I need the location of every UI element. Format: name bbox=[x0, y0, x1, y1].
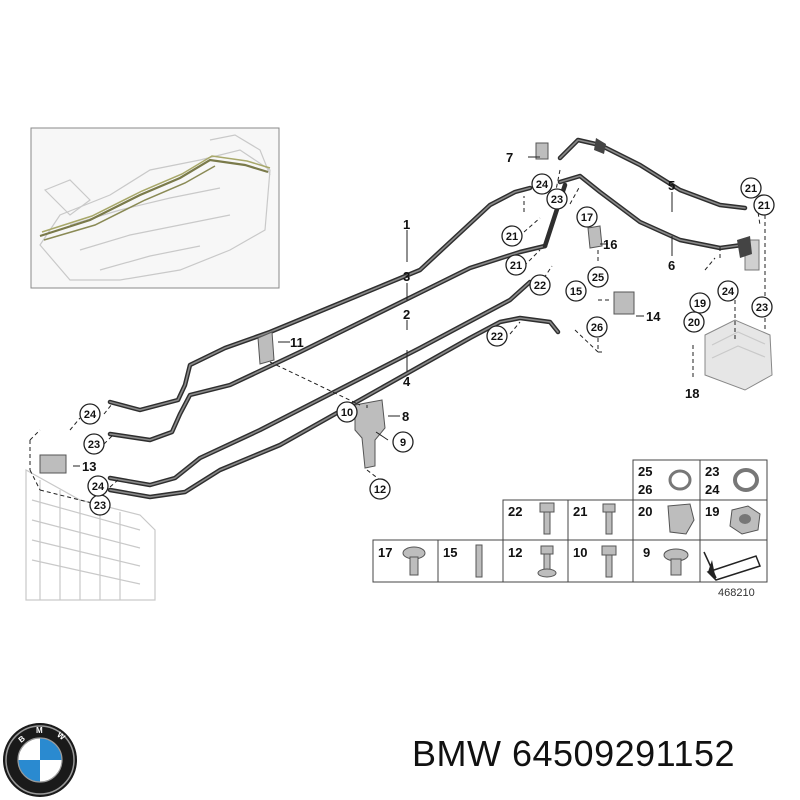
svg-text:21: 21 bbox=[506, 231, 518, 243]
diagram-number: 468210 bbox=[718, 587, 755, 599]
table-label-25: 25 bbox=[638, 464, 652, 479]
circled-callout-17: 17 bbox=[576, 206, 598, 228]
table-label-20: 20 bbox=[638, 504, 652, 519]
circled-callout-24c: 24 bbox=[79, 403, 101, 425]
circled-callout-22b: 22 bbox=[486, 325, 508, 347]
svg-text:10: 10 bbox=[341, 407, 353, 419]
svg-text:20: 20 bbox=[688, 317, 700, 329]
svg-text:23: 23 bbox=[88, 439, 100, 451]
circled-callouts: 21 21 21 21 22 22 23 23 23 23 24 24 24 2… bbox=[79, 173, 775, 516]
svg-text:W: W bbox=[55, 730, 67, 742]
o-ring-icon bbox=[668, 469, 692, 491]
callout-13: 13 bbox=[82, 459, 96, 474]
clip-icon bbox=[667, 503, 695, 535]
screw-icon bbox=[602, 503, 616, 535]
product-caption: BMW 64509291152 bbox=[412, 733, 736, 774]
table-label-12: 12 bbox=[508, 545, 522, 560]
table-label-17: 17 bbox=[378, 545, 392, 560]
hex-nut-icon bbox=[729, 505, 761, 535]
callout-1: 1 bbox=[403, 217, 410, 232]
callout-8: 8 bbox=[402, 409, 409, 424]
svg-text:25: 25 bbox=[592, 272, 604, 284]
svg-text:23: 23 bbox=[551, 194, 563, 206]
svg-text:24: 24 bbox=[84, 409, 97, 421]
circled-callout-23d: 23 bbox=[89, 494, 111, 516]
circled-callout-21d: 21 bbox=[505, 254, 527, 276]
radiator-outline bbox=[25, 468, 156, 601]
callout-numbers: 1 2 3 4 5 6 7 8 11 13 14 16 18 bbox=[82, 150, 699, 474]
callout-3: 3 bbox=[403, 269, 410, 284]
circled-callout-10: 10 bbox=[336, 401, 358, 423]
svg-text:15: 15 bbox=[570, 286, 582, 298]
circled-callout-15: 15 bbox=[565, 280, 587, 302]
hex-bolt-icon bbox=[601, 545, 617, 578]
svg-text:24: 24 bbox=[536, 179, 549, 191]
svg-text:B: B bbox=[17, 734, 27, 745]
collar-bolt-icon bbox=[537, 545, 557, 578]
table-label-23: 23 bbox=[705, 464, 719, 479]
bmw-logo: B M W bbox=[3, 723, 77, 797]
table-label-15: 15 bbox=[443, 545, 457, 560]
overview-inset bbox=[30, 127, 280, 289]
circled-callout-23b: 23 bbox=[751, 296, 773, 318]
pin-icon bbox=[475, 544, 483, 578]
svg-text:23: 23 bbox=[756, 302, 768, 314]
circled-callout-24d: 24 bbox=[87, 475, 109, 497]
svg-text:23: 23 bbox=[94, 500, 106, 512]
circled-callout-23a: 23 bbox=[546, 188, 568, 210]
circled-callout-22a: 22 bbox=[529, 274, 551, 296]
table-label-24: 24 bbox=[705, 482, 720, 497]
table-label-21: 21 bbox=[573, 504, 587, 519]
callout-7: 7 bbox=[506, 150, 513, 165]
callout-14: 14 bbox=[646, 309, 661, 324]
svg-text:22: 22 bbox=[491, 331, 503, 343]
circled-callout-23c: 23 bbox=[83, 433, 105, 455]
svg-text:21: 21 bbox=[745, 183, 757, 195]
circled-callout-24a: 24 bbox=[531, 173, 553, 195]
brackets-and-fittings bbox=[39, 138, 752, 474]
circled-callout-25: 25 bbox=[587, 266, 609, 288]
svg-text:17: 17 bbox=[581, 212, 593, 224]
circled-callout-20: 20 bbox=[683, 311, 705, 333]
callout-16: 16 bbox=[603, 237, 617, 252]
svg-text:24: 24 bbox=[722, 286, 735, 298]
svg-text:24: 24 bbox=[92, 481, 105, 493]
circled-callout-24b: 24 bbox=[717, 280, 739, 302]
callout-2: 2 bbox=[403, 307, 410, 322]
circled-callout-21c: 21 bbox=[501, 225, 523, 247]
circled-callout-21a: 21 bbox=[740, 177, 762, 199]
svg-text:26: 26 bbox=[591, 322, 603, 334]
svg-text:9: 9 bbox=[400, 437, 406, 449]
callout-11: 11 bbox=[290, 335, 304, 350]
table-label-22: 22 bbox=[508, 504, 522, 519]
circled-callout-19: 19 bbox=[689, 292, 711, 314]
pipe-lines bbox=[107, 137, 748, 500]
compressor-block bbox=[704, 239, 773, 391]
circled-callout-26: 26 bbox=[586, 316, 608, 338]
svg-text:12: 12 bbox=[374, 484, 386, 496]
rivet-icon bbox=[402, 546, 426, 576]
svg-text:22: 22 bbox=[534, 280, 546, 292]
circled-callout-21b: 21 bbox=[753, 194, 775, 216]
svg-text:21: 21 bbox=[510, 260, 522, 272]
svg-text:M: M bbox=[36, 726, 43, 735]
seal-ring-icon bbox=[733, 468, 759, 492]
callout-5: 5 bbox=[668, 178, 675, 193]
svg-text:21: 21 bbox=[758, 200, 770, 212]
flange-screw-icon bbox=[663, 548, 689, 576]
bolt-icon bbox=[539, 502, 555, 535]
table-label-19: 19 bbox=[705, 504, 719, 519]
callout-6: 6 bbox=[668, 258, 675, 273]
parts-table: 25 26 23 24 22 21 20 19 17 15 12 10 9 46… bbox=[372, 459, 768, 599]
table-label-10: 10 bbox=[573, 545, 587, 560]
pointer-arrow-icon bbox=[703, 551, 761, 581]
circled-callout-12: 12 bbox=[369, 478, 391, 500]
svg-text:19: 19 bbox=[694, 298, 706, 310]
callout-18: 18 bbox=[685, 386, 699, 401]
table-label-26: 26 bbox=[638, 482, 652, 497]
callout-4: 4 bbox=[403, 374, 411, 389]
table-label-9: 9 bbox=[643, 545, 650, 560]
circled-callout-9: 9 bbox=[392, 431, 414, 453]
